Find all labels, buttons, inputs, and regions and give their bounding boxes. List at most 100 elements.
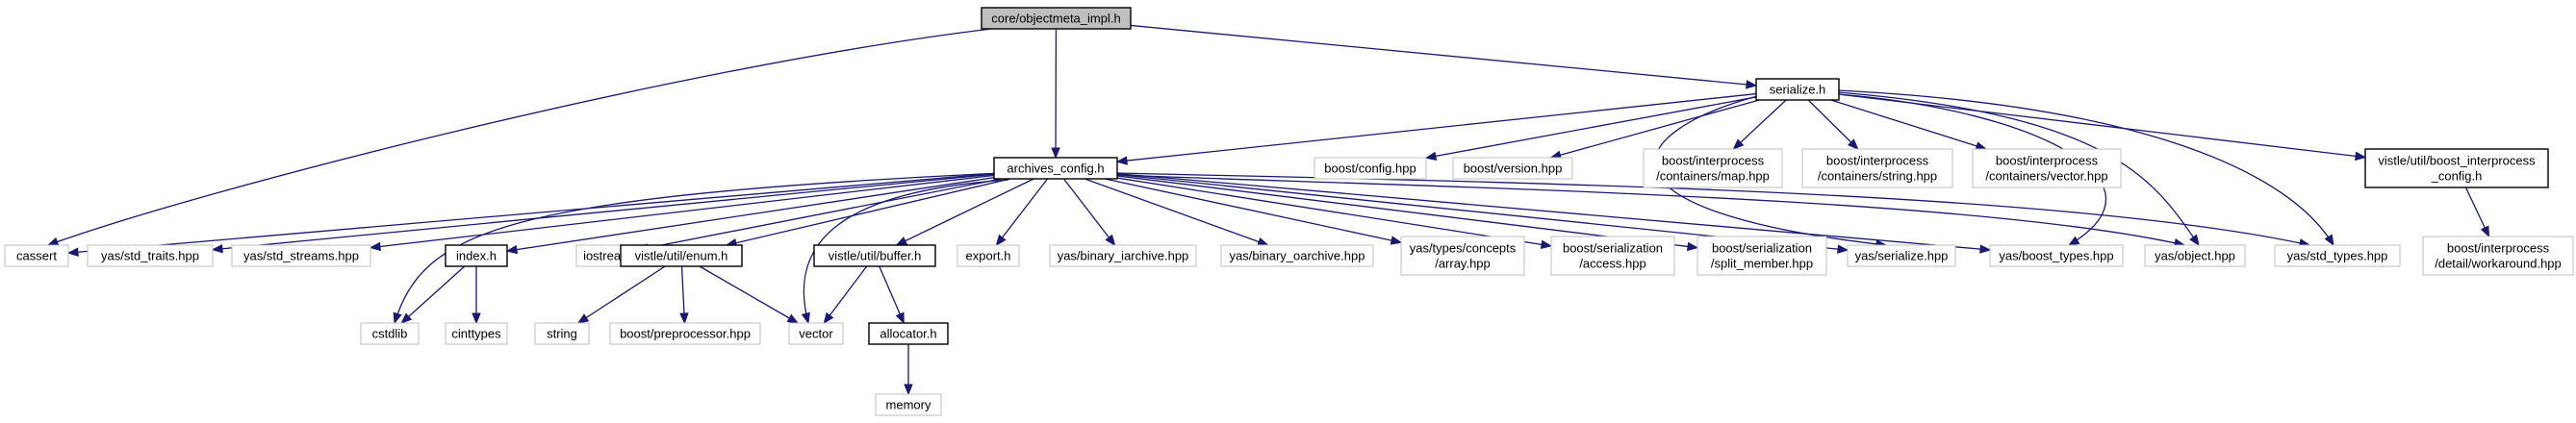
node-std_traits-box: [87, 244, 214, 267]
edge-index_h-to-cstdlib: [400, 265, 466, 324]
node-binary_iarchive-label: yas/binary_iarchive.hpp: [1058, 249, 1189, 263]
node-cstdlib-label: cstdlib: [372, 327, 408, 341]
edge-archives_config-to-boost_ser_access: [1116, 177, 1553, 249]
node-root-label: core/objectmeta_impl.h: [991, 12, 1120, 26]
node-archives_config-label: archives_config.h: [1007, 162, 1104, 176]
edge-serialize_h-to-boost_ip_config: [1838, 93, 2367, 162]
node-ip_string-label-line1: boost/interprocess: [1826, 154, 1929, 168]
node-ip_vector-box: [1972, 148, 2122, 188]
node-yas_object-box: [2144, 244, 2246, 267]
node-ip_workaround-label-line2: /detail/workaround.hpp: [2435, 257, 2562, 271]
node-export_h: export.h: [956, 244, 1020, 267]
edge-archives_config-to-std_traits: [211, 173, 995, 254]
node-export_h-box: [956, 244, 1020, 267]
node-boost_ser_access: boost/serialization/access.hpp: [1550, 236, 1675, 276]
node-cinttypes-box: [445, 322, 508, 345]
node-boost_config: boost/config.hpp: [1314, 157, 1427, 180]
node-std_streams-label: yas/std_streams.hpp: [243, 249, 359, 263]
edge-archives_config-to-export_h: [995, 178, 1049, 247]
edge-serialize_h-to-std_types: [1837, 89, 2334, 247]
node-index_h[interactable]: index.h: [445, 244, 508, 267]
node-boost_ip_config-label-line1: vistle/util/boost_interprocess: [2378, 154, 2536, 168]
node-enum_h-box: [620, 244, 743, 267]
node-concepts_array-label-line2: /array.hpp: [1435, 257, 1491, 271]
node-boost_version-label: boost/version.hpp: [1464, 162, 1563, 176]
node-yas_serialize-label: yas/serialize.hpp: [1855, 249, 1949, 263]
edge-buffer_h-to-allocator_h: [879, 265, 905, 325]
node-cassert: cassert: [4, 244, 69, 267]
edge-root-to-cassert: [46, 28, 992, 246]
node-ip_map-box: [1643, 148, 1783, 188]
node-allocator_h[interactable]: allocator.h: [868, 322, 949, 345]
edge-buffer_h-to-vector: [823, 265, 868, 325]
node-boost_version-box: [1452, 157, 1573, 180]
node-buffer_h-box: [813, 244, 936, 267]
edge-archives_config-to-enum_h: [725, 178, 1011, 248]
edge-allocator_h-to-memory: [904, 344, 913, 396]
node-yas_serialize-box: [1847, 244, 1956, 267]
node-string: string: [534, 322, 590, 345]
node-cinttypes-label: cinttypes: [451, 327, 501, 341]
node-std_types: yas/std_types.hpp: [2274, 244, 2401, 267]
edge-archives_config-to-binary_iarchive: [1062, 178, 1116, 247]
node-boost_preprocessor-label: boost/preprocessor.hpp: [620, 327, 751, 341]
node-boost_preprocessor-box: [609, 322, 761, 345]
node-boost_types-box: [1989, 244, 2124, 267]
node-boost_ser_access-label-line1: boost/serialization: [1563, 241, 1663, 256]
edge-archives_config-to-buffer_h: [895, 178, 1034, 246]
node-ip_workaround: boost/interprocess/detail/workaround.hpp: [2422, 236, 2574, 276]
node-boost_config-box: [1314, 157, 1427, 180]
edge-serialize_h-to-ip_string: [1807, 99, 1859, 150]
node-ip_map-label-line1: boost/interprocess: [1662, 154, 1765, 168]
node-cstdlib: cstdlib: [360, 322, 420, 345]
node-std_streams-box: [231, 244, 371, 267]
edge-archives_config-to-concepts_array: [1104, 178, 1403, 245]
node-index_h-box: [445, 244, 508, 267]
node-ip_vector-label-line2: /containers/vector.hpp: [1985, 169, 2107, 184]
edge-serialize_h-to-ip_map: [1732, 99, 1787, 150]
node-boost_preprocessor: boost/preprocessor.hpp: [609, 322, 761, 345]
edge-archives_config-to-vector: [801, 179, 1009, 325]
edge-root-to-serialize_h: [1130, 24, 1758, 89]
node-boost_ip_config-label-line2: _config.h: [2431, 169, 2483, 184]
node-memory-box: [875, 393, 942, 416]
node-std_streams: yas/std_streams.hpp: [231, 244, 371, 267]
node-root: core/objectmeta_impl.h: [981, 7, 1132, 30]
node-archives_config[interactable]: archives_config.h: [993, 157, 1118, 180]
node-export_h-label: export.h: [966, 249, 1011, 263]
node-iostream-label: iostream: [583, 249, 631, 263]
edge-serialize_h-to-boost_config: [1424, 96, 1757, 162]
node-boost_config-label: boost/config.hpp: [1324, 162, 1416, 176]
node-buffer_h[interactable]: vistle/util/buffer.h: [813, 244, 936, 267]
node-boost_ser_split-label-line1: boost/serialization: [1712, 241, 1812, 256]
node-binary_oarchive-box: [1220, 244, 1374, 267]
node-enum_h[interactable]: vistle/util/enum.h: [620, 244, 743, 267]
node-yas_object-label: yas/object.hpp: [2155, 249, 2235, 263]
node-boost_ip_config[interactable]: vistle/util/boost_interprocess_config.h: [2364, 148, 2549, 188]
node-boost_ser_access-box: [1550, 236, 1675, 276]
node-ip_map-label-line2: /containers/map.hpp: [1656, 169, 1770, 184]
node-cinttypes: cinttypes: [445, 322, 508, 345]
node-boost_version: boost/version.hpp: [1452, 157, 1573, 180]
node-ip_workaround-label-line1: boost/interprocess: [2447, 241, 2550, 256]
node-boost_ser_split-box: [1696, 236, 1827, 276]
node-serialize_h[interactable]: serialize.h: [1755, 78, 1840, 101]
edge-enum_h-to-vector: [699, 265, 800, 324]
edge-boost_ip_config-to-ip_workaround: [2464, 187, 2490, 238]
edge-archives_config-to-cstdlib: [393, 172, 1002, 325]
edge-root-to-archives_config: [1051, 28, 1060, 160]
edge-serialize_h-to-archives_config: [1115, 92, 1757, 165]
node-ip_string-box: [1801, 148, 1953, 188]
node-yas_object: yas/object.hpp: [2144, 244, 2246, 267]
node-cassert-label: cassert: [16, 249, 57, 263]
node-boost_ser_split: boost/serialization/split_member.hpp: [1696, 236, 1827, 276]
edge-index_h-to-cinttypes: [472, 266, 481, 325]
edge-archives_config-to-boost_types: [1116, 172, 1992, 254]
node-archives_config-box: [993, 157, 1118, 180]
node-std_traits: yas/std_traits.hpp: [87, 244, 214, 267]
node-boost_ip_config-box: [2364, 148, 2549, 188]
node-cstdlib-box: [360, 322, 420, 345]
node-boost_types: yas/boost_types.hpp: [1989, 244, 2124, 267]
node-std_types-label: yas/std_types.hpp: [2287, 249, 2388, 263]
node-memory: memory: [875, 393, 942, 416]
